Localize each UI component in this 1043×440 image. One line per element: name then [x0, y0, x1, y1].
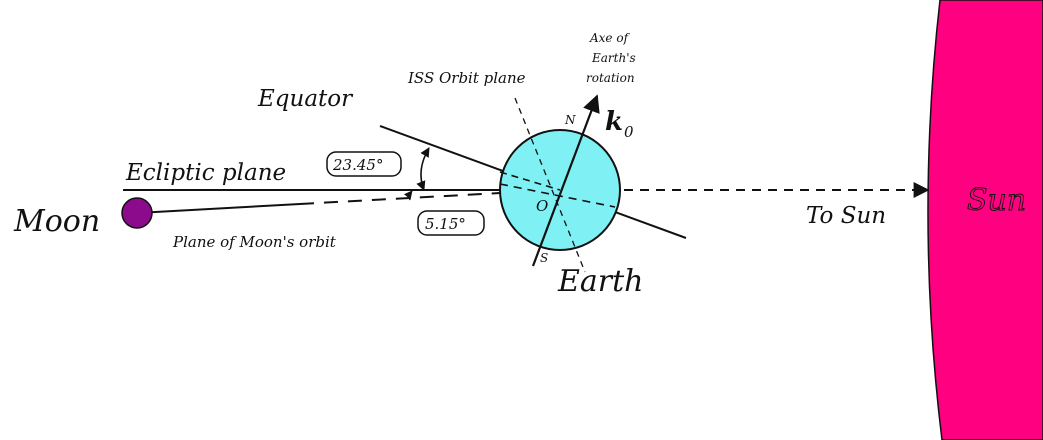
- equator-inner-dashed: [499, 171, 561, 191]
- earth-label: Earth: [557, 264, 644, 299]
- plane-of-moons-orbit-label: Plane of Moon's orbit: [172, 233, 337, 251]
- angle-label-moon: 5.15°: [425, 215, 466, 233]
- angle-box-equator: [326, 151, 402, 177]
- angle-box-moon: [417, 210, 485, 236]
- iss-orbit-plane-label: ISS Orbit plane: [407, 69, 526, 87]
- angle-arc-equator: [416, 147, 430, 191]
- moon-orbit-plane-dashed: [299, 192, 501, 205]
- moon-orbit-plane-solid: [136, 203, 301, 214]
- moon-label: Moon: [13, 204, 100, 239]
- sun-disk: [927, 0, 1043, 440]
- k-vector-subscript: 0: [624, 123, 634, 141]
- ecliptic-plane-label: Ecliptic plane: [125, 160, 286, 186]
- origin-label: O: [536, 197, 548, 215]
- axis-label-line1: Axe of: [589, 31, 631, 45]
- angle-label-equator: 23.45°: [332, 156, 383, 174]
- iss-orbit-plane-line: [514, 97, 586, 273]
- south-label: S: [540, 251, 548, 265]
- sun-label: Sun: [967, 183, 1026, 218]
- north-label: N: [564, 113, 576, 127]
- to-sun-label: To Sun: [806, 203, 886, 229]
- moon-body: [121, 197, 153, 229]
- equator-label: Equator: [257, 86, 354, 112]
- moon-orbit-plane-inner-dashed: [499, 183, 616, 208]
- axis-label-line2: Earth's: [591, 51, 636, 65]
- axis-label-line3: rotation: [586, 71, 635, 85]
- k-vector-label: k: [605, 107, 623, 137]
- angle-arc-moon: [403, 190, 413, 201]
- earth-rotation-axis: [531, 94, 600, 267]
